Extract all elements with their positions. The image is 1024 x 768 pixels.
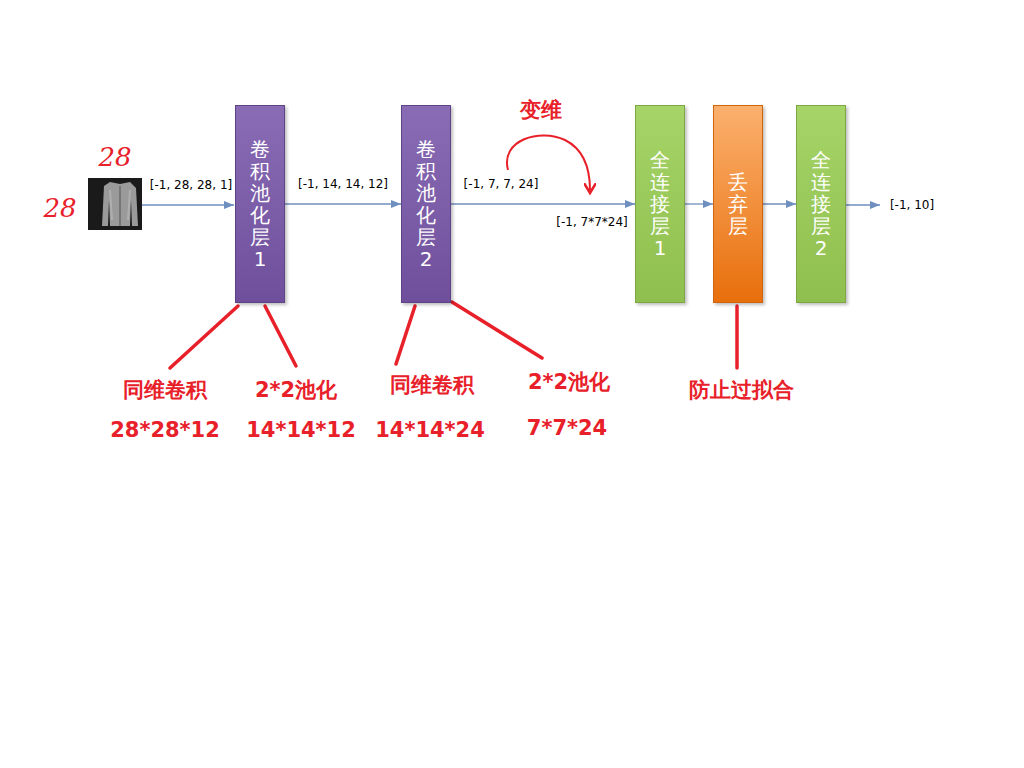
dropout-box: 丢弃层	[713, 105, 763, 303]
annotation: 同维卷积	[390, 371, 474, 399]
layer-name: 丢弃层	[728, 171, 748, 237]
conv-pool-box: 卷积池化层2	[401, 105, 451, 303]
annotation: 14*14*24	[375, 418, 485, 442]
output-arrow	[846, 204, 880, 205]
input-arrow	[142, 204, 234, 205]
tensor-shape: [-1, 14, 14, 12]	[296, 177, 390, 191]
annotation: 同维卷积	[123, 376, 207, 404]
flow-arrow	[685, 203, 713, 204]
dimension-note: 28	[43, 193, 76, 223]
layer-name: 卷积池化层2	[416, 138, 436, 270]
annotation: 2*2池化	[255, 376, 337, 404]
annotation: 防止过拟合	[689, 376, 794, 404]
annotation: 28*28*12	[110, 418, 220, 442]
flow-arrow	[451, 203, 635, 204]
conv-pool-box: 卷积池化层1	[235, 105, 285, 303]
tensor-shape: [-1, 7, 7, 24]	[462, 177, 541, 191]
flow-arrow	[285, 203, 401, 204]
leader-lines	[170, 302, 737, 368]
tensor-shape: [-1, 7*7*24]	[554, 215, 630, 229]
layer-name: 全连接层1	[650, 149, 670, 259]
layer-name: 全连接层2	[811, 149, 831, 259]
tensor-shape: [-1, 10]	[888, 198, 936, 212]
dimension-note: 28	[98, 142, 131, 172]
layer-name: 卷积池化层1	[250, 138, 270, 270]
annotation: 2*2池化	[528, 368, 610, 396]
annotation: 7*7*24	[527, 416, 607, 440]
tensor-shape: [-1, 28, 28, 1]	[148, 178, 234, 192]
annotation: 14*14*12	[246, 418, 356, 442]
flow-arrow	[763, 203, 796, 204]
dense-box: 全连接层2	[796, 105, 846, 303]
annotation: 变维	[520, 96, 562, 124]
dense-box: 全连接层1	[635, 105, 685, 303]
input-image	[88, 178, 142, 230]
